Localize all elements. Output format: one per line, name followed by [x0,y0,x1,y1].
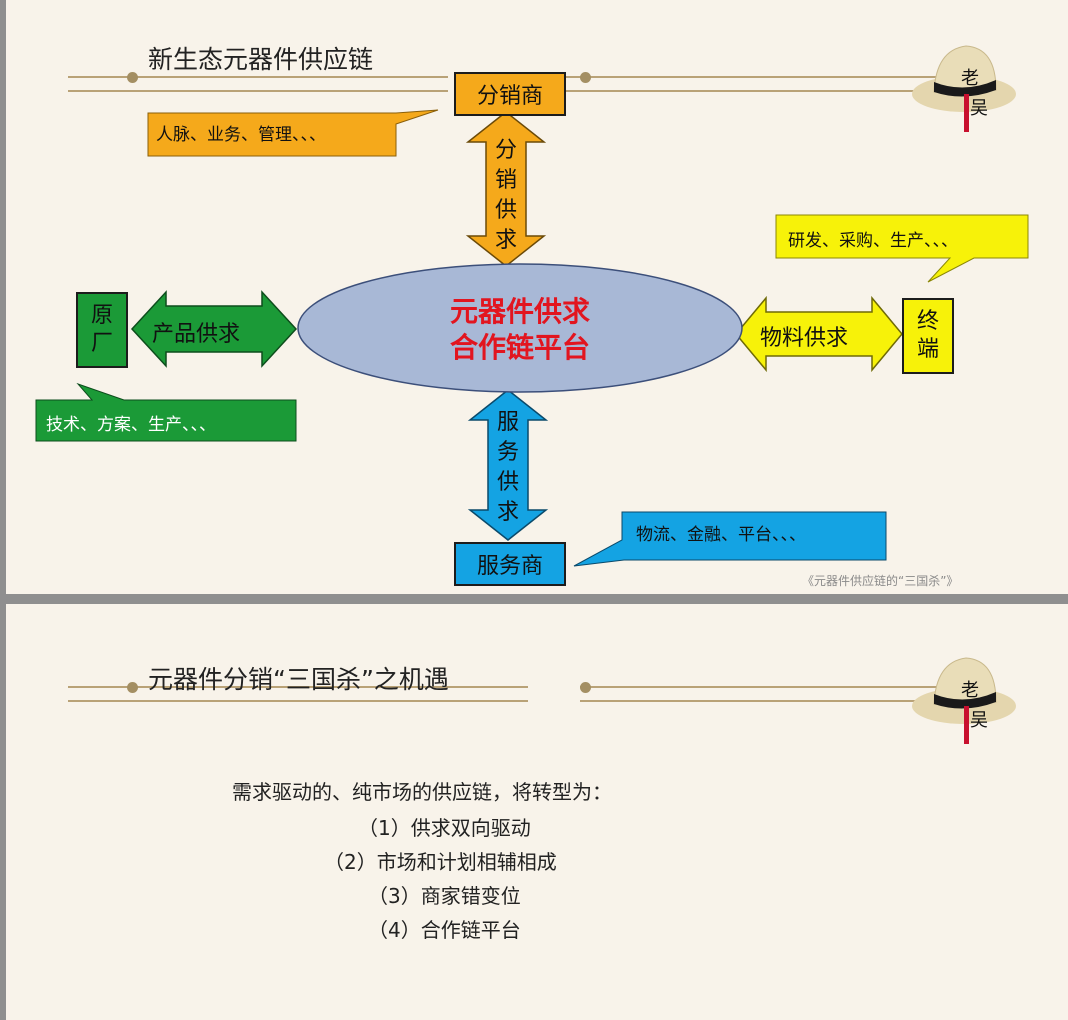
service-arrow-char: 务 [496,440,519,465]
list-item: （2）市场和计划相辅相成 [324,850,557,874]
logo-text-bottom: 吴 [970,710,988,731]
distributor-arrow-char: 求 [494,228,517,253]
service-arrow-char: 服 [496,410,519,435]
factory-arrow-label: 产品供求 [152,322,241,347]
terminal-arrow-label: 物料供求 [760,326,849,351]
center-platform-ellipse [297,263,743,393]
logo-text-bottom: 吴 [970,98,988,119]
terminal-box: 终 端 [902,298,954,374]
header-line-left-2 [68,90,448,92]
distributor-arrow-char: 分 [494,138,517,163]
straw-hat-logo-icon: 老 吴 [912,657,1016,744]
service-callout-shape [573,511,887,567]
logo-text-top: 老 [961,680,979,701]
header-line-left [68,686,528,688]
service-callout: 物流、金融、平台、、、 [636,525,806,545]
header-dot-left [127,682,138,693]
diagram-shapes [35,109,1029,567]
straw-hat-logo-icon: 老 吴 [912,45,1016,132]
intro-text: 需求驱动的、纯市场的供应链，将转型为： [232,780,612,804]
distributor-label: 分销商 [476,84,543,109]
factory-callout: 技术、方案、生产、、、 [46,415,216,435]
distributor-arrow-label: 分 销 供 求 [494,136,518,256]
service-arrow-label: 服 务 供 求 [496,408,520,528]
terminal-callout: 研发、采购、生产、、、 [788,231,958,251]
terminal-label-char: 端 [916,337,939,362]
header-line-right-2 [566,90,966,92]
service-box: 服务商 [454,542,566,586]
distributor-arrow-char: 销 [494,168,517,193]
distributor-box: 分销商 [454,72,566,116]
page-title: 新生态元器件供应链 [148,45,374,74]
header-line-right [580,686,966,688]
list-item: （1）供求双向驱动 [358,816,531,840]
list-item: （3）商家错变位 [368,884,521,908]
header-line-right-2 [580,700,966,702]
slide-supply-chain: 新生态元器件供应链 老 吴 元器件供求 合作链平台 分销商 [6,0,1068,594]
header-line-left-2 [68,700,528,702]
header-dot-right [580,682,591,693]
factory-double-arrow [130,290,298,368]
factory-callout-shape [35,382,297,442]
distributor-callout: 人脉、业务、管理、、、 [156,125,326,145]
service-label: 服务商 [476,554,543,579]
center-platform: 元器件供求 合作链平台 [298,294,742,374]
service-arrow-char: 求 [496,500,519,525]
page-title: 元器件分销“三国杀”之机遇 [148,665,449,694]
watermark: 《元器件供应链的“三国杀”》 [802,574,959,588]
terminal-label-char: 终 [916,309,939,334]
header-dot-right [580,72,591,83]
distributor-callout-shape [147,109,439,157]
service-double-arrow [467,389,549,541]
header-dot-left [127,72,138,83]
center-text-line1: 元器件供求 [449,295,590,328]
slide-opportunities: 元器件分销“三国杀”之机遇 老 吴 需求驱动的、纯市场的供应链，将转型为： （1… [6,604,1068,1020]
header-line-left [68,76,448,78]
factory-label-char: 厂 [90,331,113,356]
logo-text-top: 老 [961,68,979,89]
center-text-line2: 合作链平台 [449,331,590,364]
service-arrow-char: 供 [496,470,519,495]
list-item: （4）合作链平台 [368,918,521,942]
distributor-arrow-char: 供 [494,198,517,223]
terminal-callout-shape [775,214,1029,283]
factory-box: 原 厂 [76,292,128,368]
header-line-right [566,76,966,78]
factory-label-char: 原 [90,303,113,328]
